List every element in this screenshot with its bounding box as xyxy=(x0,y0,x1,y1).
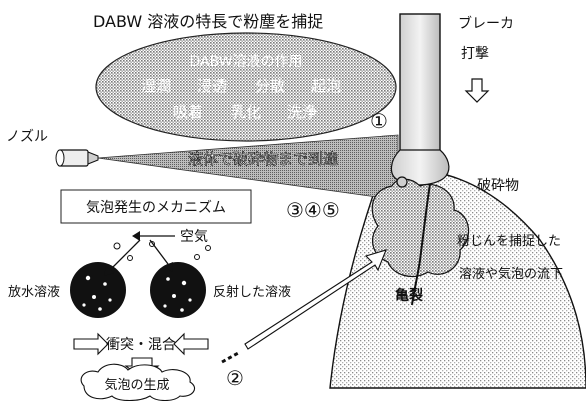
foam-cluster xyxy=(371,178,470,277)
generation-label: 気泡の生成 xyxy=(104,377,169,393)
action-emulsification: 乳化 xyxy=(231,103,261,121)
air-label: 空気 xyxy=(180,229,208,245)
strike-arrow xyxy=(464,78,490,103)
spray-text: 液体で破砕物まで到達 xyxy=(188,150,338,168)
breaker-label: ブレーカ xyxy=(458,15,514,32)
flow-arrowhead-left xyxy=(104,266,114,276)
breaker-pipe xyxy=(399,13,441,161)
strike-label: 打撃 xyxy=(461,45,489,62)
reflected-circle xyxy=(150,262,206,318)
action-permeation: 浸透 xyxy=(197,77,227,95)
action-foaming: 起泡 xyxy=(311,77,341,95)
water-jet-circle xyxy=(70,262,126,318)
bubble-dots xyxy=(82,275,192,312)
air-bubbles xyxy=(113,241,211,261)
collision-label: 衝突・混合 xyxy=(106,337,176,353)
action-ellipse xyxy=(95,32,397,142)
flow-arrow-right xyxy=(149,239,169,265)
diagram-title: DABW 溶液の特長で粉塵を捕捉 xyxy=(93,12,323,31)
action-wetting: 湿潤 xyxy=(141,77,171,95)
nozzle-icon xyxy=(55,149,99,167)
action-dispersion: 分散 xyxy=(255,77,285,95)
marker-345: ③④⑤ xyxy=(286,198,340,222)
mechanism-box xyxy=(60,189,252,224)
generation-cloud xyxy=(80,363,195,401)
collision-arrow-left xyxy=(73,332,109,356)
impact-point xyxy=(396,176,408,188)
flow-arrow-left xyxy=(109,239,141,271)
crushed-label: 破砕物 xyxy=(477,178,519,194)
flow-label: 溶液や気泡の流下 xyxy=(459,266,563,282)
action-cleaning: 洗浄 xyxy=(287,103,317,121)
reflected-label: 反射した溶液 xyxy=(213,284,291,300)
nozzle-label: ノズル xyxy=(6,129,48,145)
flow-arrowhead-right xyxy=(164,262,173,272)
marker-2: ② xyxy=(226,366,244,390)
air-arrowhead xyxy=(132,231,140,241)
collision-arrow-right xyxy=(173,332,209,356)
action-heading: DABW溶液の作用 xyxy=(189,54,302,70)
marker-1: ① xyxy=(370,109,388,133)
crack-line xyxy=(411,183,431,306)
dashed-stub xyxy=(221,350,241,364)
water-jet-label: 放水溶液 xyxy=(8,285,60,300)
crack-label: 亀裂 xyxy=(395,287,423,304)
foam-arrow xyxy=(244,249,387,350)
action-adsorption: 吸着 xyxy=(173,103,203,121)
mechanism-label: 気泡発生のメカニズム xyxy=(86,200,226,216)
capture-label: 粉じんを捕捉した xyxy=(457,233,561,249)
